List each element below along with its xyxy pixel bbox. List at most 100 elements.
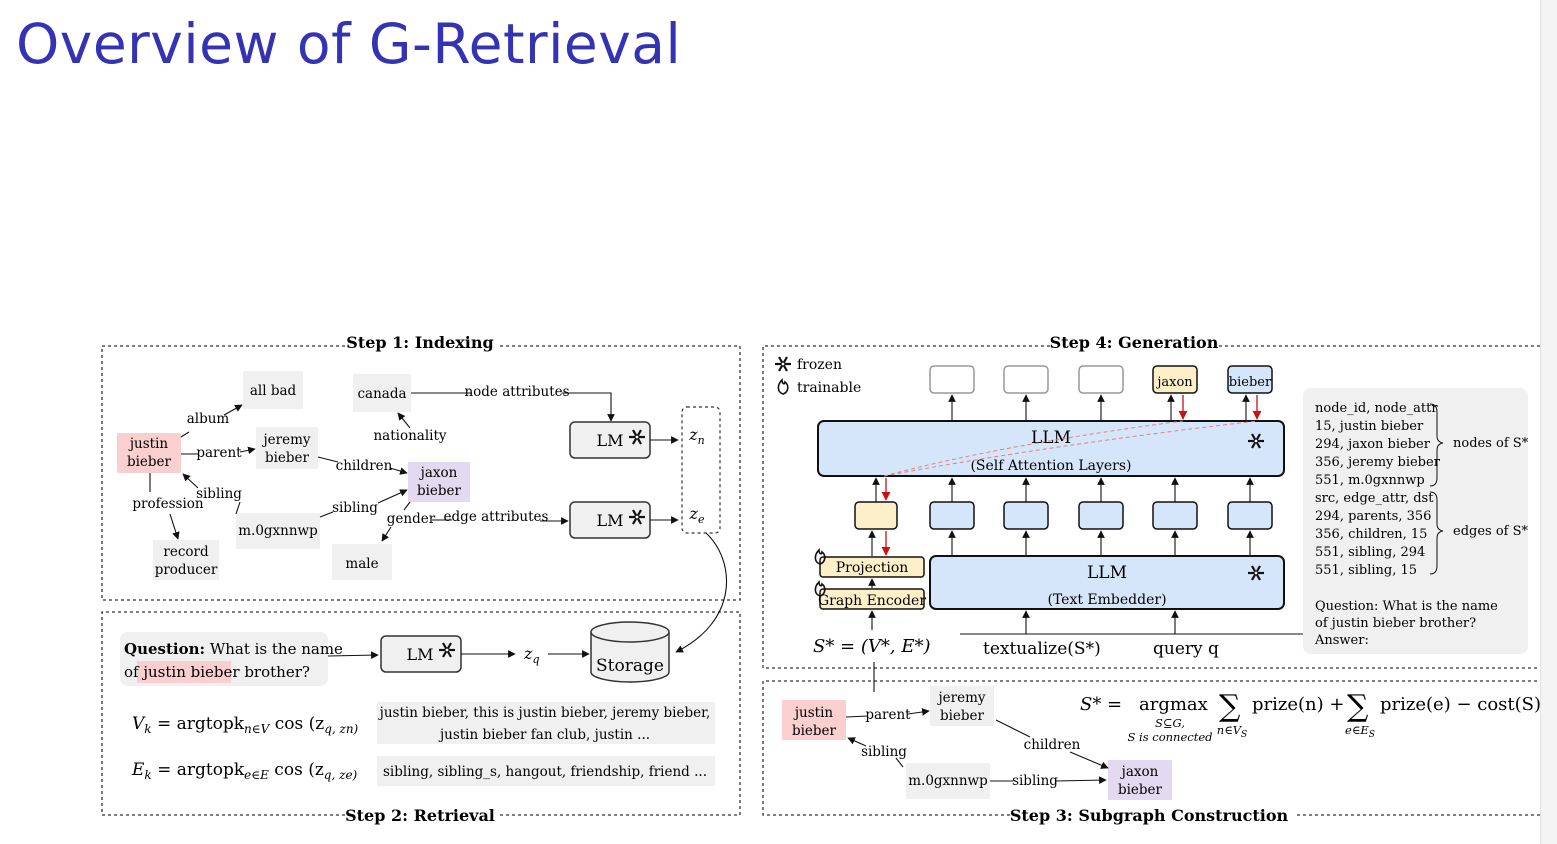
pcst-formula: S* = argmax S⊆G, S is connected ∑ n∈VS p… [1080,689,1541,744]
textualized-prompt-panel: node_id, node_attr 15, justin bieber 294… [1303,388,1529,654]
node-label: bieber [792,723,837,739]
step3-label: Step 3: Subgraph Construction [1010,806,1289,825]
retrieval-section: Question: What is the name of justin bie… [120,621,715,786]
node-canada: canada [353,374,411,412]
projection-module: Projection [814,549,925,578]
node-jeremy-bieber: jeremy bieber [256,427,318,469]
prompt-line: 551, sibling, 15 [1315,563,1417,578]
svg-text:argmax: argmax [1139,694,1208,715]
prompt-line: Answer: [1314,633,1369,648]
node-label: m.0gxnnwp [238,523,318,539]
output-token-bieber: bieber [1229,375,1272,390]
node-label: canada [357,386,406,402]
snowflake-icon [773,355,793,373]
node-label: bieber [940,708,985,724]
llm-title: LLM [1031,428,1071,448]
node-attributes-label: node attributes [464,384,569,400]
ek-result-box [377,756,715,786]
lm-query-encoder: LM [380,635,462,673]
lm-label: LM [596,431,623,450]
edge-label-album: album [187,411,230,427]
query-label: query q [1153,639,1219,659]
edge-label-sibling: sibling [196,486,242,502]
node-label: producer [155,562,218,578]
ze-label: ze [689,504,705,526]
vk-result-box [377,702,715,744]
output-tokens: jaxon bieber [929,365,1273,394]
svg-text:S* =: S* = [1080,694,1122,715]
edge-label-children: children [336,458,393,474]
node-label: record [163,544,209,560]
prompt-line: src, edge_attr, dst [1315,491,1434,506]
prompt-line: 551, m.0gxnnwp [1315,473,1425,488]
llm-text-embedder: LLM (Text Embedder) [929,555,1285,610]
edge-label-sibling: sibling [861,744,907,760]
edge-label-children: children [1024,737,1081,753]
node-label: jeremy [261,432,310,448]
svg-text:prize(n) +: prize(n) + [1252,694,1344,715]
step4-label: Step 4: Generation [1050,333,1219,352]
panel-step3: Step 3: Subgraph Construction [762,680,1540,825]
node-label: jaxon [419,465,458,481]
prompt-line: 294, jaxon bieber [1315,437,1431,452]
edge-label-sibling: sibling [332,500,378,516]
hidden-tokens [854,501,1273,530]
lm-label: LM [596,511,623,530]
node-jeremy-bieber: jeremy bieber [930,686,994,726]
question-text-line2: of justin bieber brother? [124,663,310,681]
generation-section: frozen trainable jaxon bieber LLM (Self … [773,355,1529,692]
ek-result-line: sibling, sibling_s, hangout, friendship,… [383,764,707,780]
edges-of-s-label: edges of S* [1453,524,1529,539]
step2-label: Step 2: Retrieval [345,806,495,825]
svg-text:prize(e) − cost(S): prize(e) − cost(S) [1380,694,1541,715]
sum-symbol: ∑ [1219,689,1241,724]
embedding-store-box [681,406,721,534]
node-label: m.0gxnnwp [908,773,988,789]
node-label: jeremy [936,690,985,706]
graph-encoder-label: Graph Encoder [818,593,926,609]
llm-subtitle: (Text Embedder) [1047,592,1166,608]
prompt-line: 356, jeremy bieber [1315,455,1441,470]
node-label: bieber [127,454,172,470]
edge-label-profession: profession [132,496,204,512]
node-male: male [332,544,392,580]
panel-step2: Step 2: Retrieval [101,611,741,825]
prompt-line: Question: What is the name [1315,599,1498,614]
zq-label: zq [523,644,539,666]
lm-label: LM [406,645,433,664]
lm-node-encoder: LM [569,421,651,459]
node-label: justin [128,436,169,452]
node-justin-bieber: justin bieber [782,700,846,740]
edge-label-gender: gender [387,511,436,527]
legend-frozen: frozen [797,357,842,373]
output-token-jaxon: jaxon [1155,375,1193,390]
svg-text:S is connected: S is connected [1128,730,1213,744]
prompt-line: 551, sibling, 294 [1315,545,1425,560]
vk-formula: Vk = argtopkn∈V cos (zq, zn) [132,714,359,736]
scrollbar[interactable] [1540,0,1557,844]
panel-step4: Step 4: Generation [762,333,1540,669]
zn-label: zn [688,425,705,447]
svg-text:e∈ES: e∈ES [1345,723,1375,740]
ek-formula: Ek = argtopke∈E cos (zq, ze) [131,760,358,782]
prompt-line: 294, parents, 356 [1315,509,1431,524]
s-star-label: S* = (V*, E*) [813,636,930,657]
edge-label-parent: parent [196,445,242,461]
lm-edge-encoder: LM [569,501,651,539]
edge-attributes-label: edge attributes [444,509,549,525]
prompt-line: node_id, node_attr [1315,401,1438,416]
graph-encoder-module: Graph Encoder [814,581,926,610]
subgraph-section: justin bieber jeremy bieber m.0gxnnwp ja… [782,686,1541,800]
node-label: all bad [250,383,297,399]
edge-label-sibling: sibling [1012,773,1058,789]
node-label: bieber [1118,782,1163,798]
sum-symbol: ∑ [1347,689,1369,724]
textualize-label: textualize(S*) [983,639,1101,659]
node-record-producer: record producer [153,540,219,580]
svg-text:n∈VS: n∈VS [1217,723,1247,740]
prompt-line: of justin bieber brother? [1315,616,1476,631]
node-jaxon-bieber: jaxon bieber [408,462,470,502]
node-label: male [345,556,378,572]
node-m0gxnnwp: m.0gxnnwp [906,763,990,799]
